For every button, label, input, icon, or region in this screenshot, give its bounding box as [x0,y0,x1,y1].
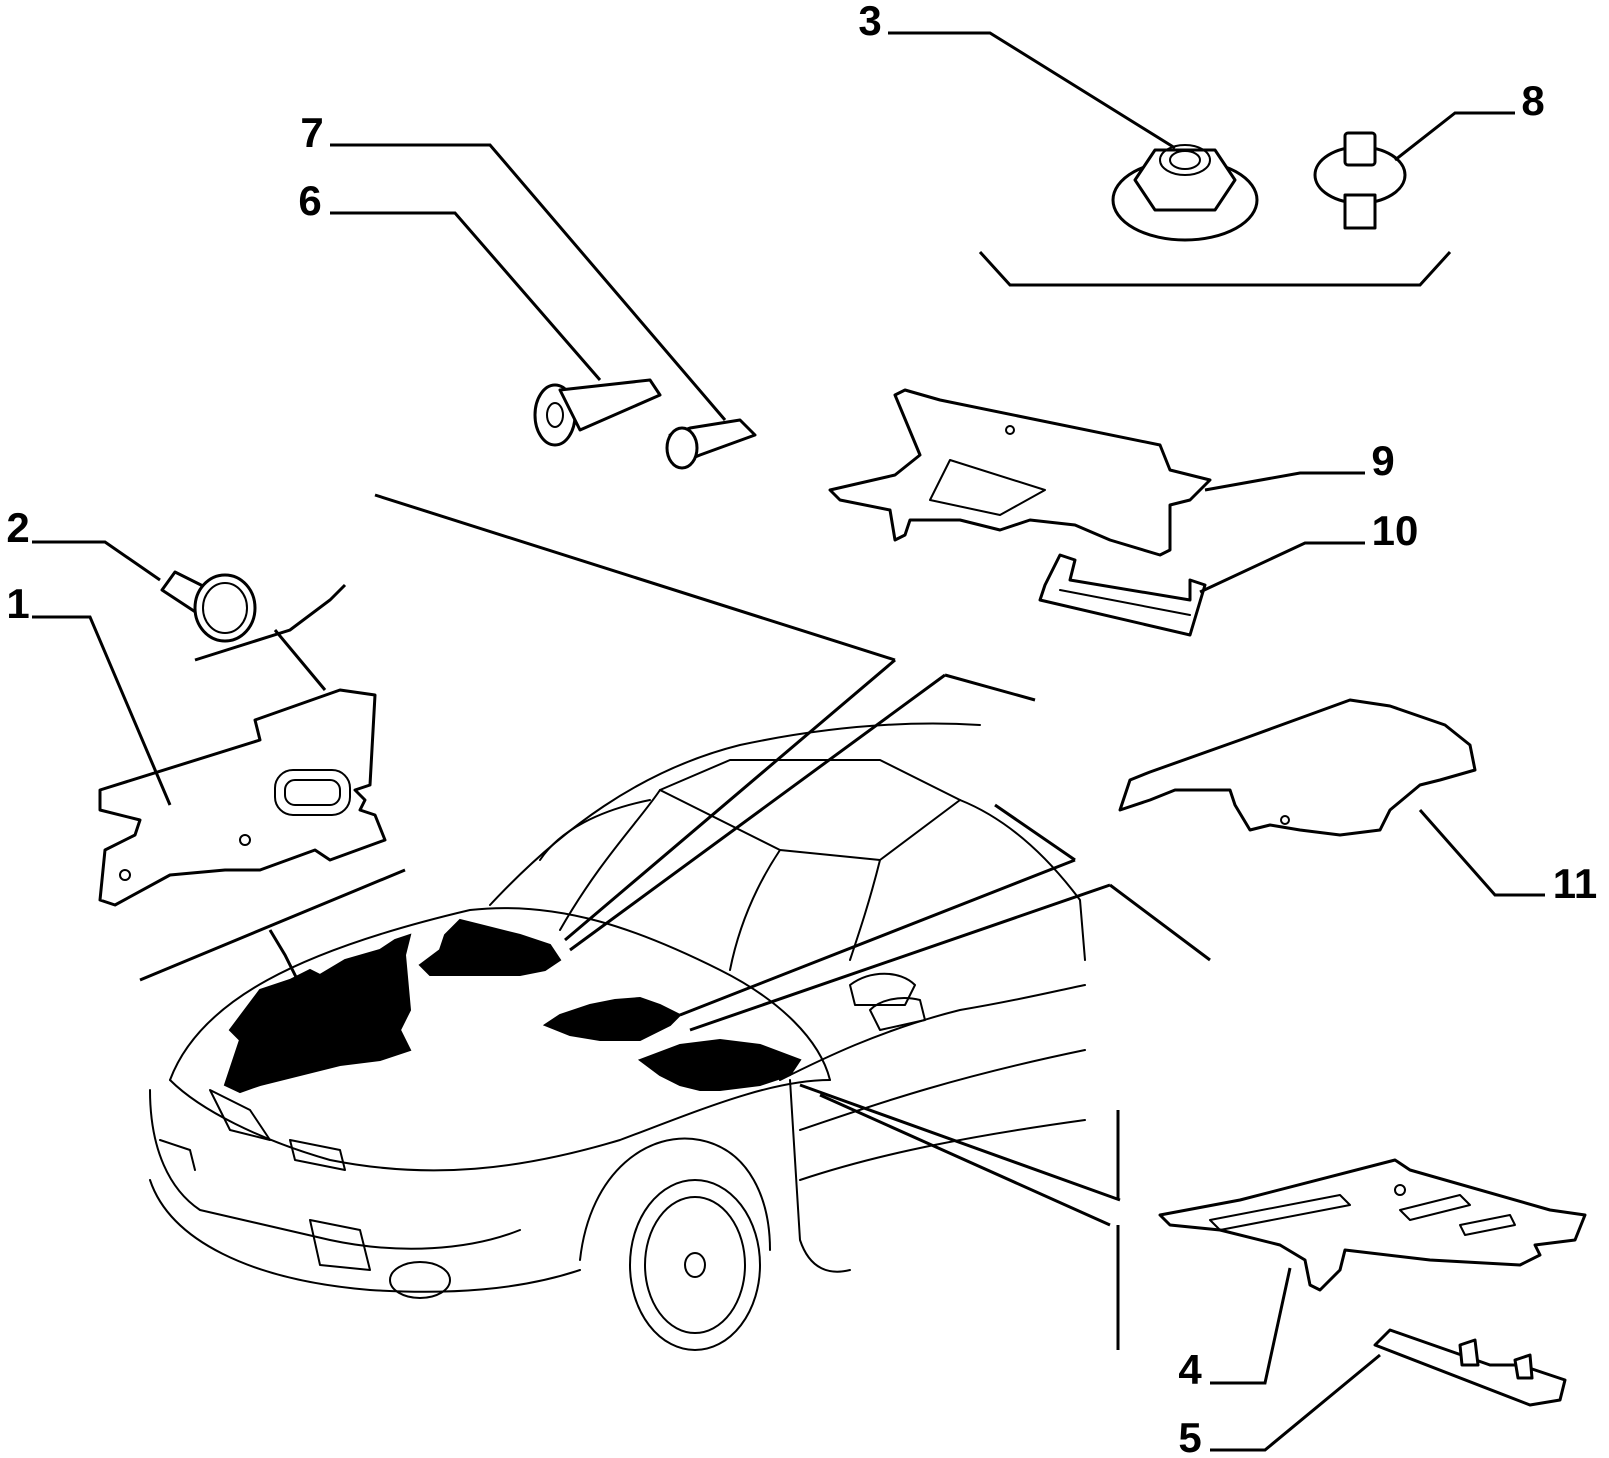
callout-6: 6 [298,177,602,381]
part-1-panel [98,688,387,907]
callout-number: 4 [1178,1346,1202,1393]
callout-leader [1418,809,1545,897]
callout-number: 3 [858,0,881,44]
callout-number: 7 [300,109,323,156]
callout-leader [1210,1267,1292,1385]
callout-leader [1204,471,1365,492]
callout-number: 9 [1371,437,1394,484]
part-6-screw [533,378,662,447]
callout-leader [888,31,1176,150]
part-9-shield [828,388,1212,557]
callout-number: 8 [1521,77,1544,124]
callout-leader [330,143,727,421]
part-4-underbody-shield [1158,1158,1587,1292]
callout-3: 3 [858,0,1176,150]
part-7-bolt [665,418,757,470]
callout-2: 2 [6,504,161,582]
callouts: 1 2 3 4 5 6 7 [6,0,1597,1458]
callout-number: 6 [298,177,321,224]
car-outline [149,722,1086,1351]
callout-1: 1 [6,580,172,806]
leader-lines [139,250,1452,1350]
callout-9: 9 [1204,437,1395,492]
callout-leader [1210,1353,1381,1452]
callout-number: 2 [6,504,29,551]
callout-leader [330,211,602,381]
callout-leader [1199,541,1365,594]
callout-leader [32,540,161,582]
callout-11: 11 [1418,809,1597,907]
callout-number: 10 [1372,507,1419,554]
callout-number: 1 [6,580,29,627]
part-3-flange-nut [1111,144,1259,242]
callout-number: 11 [1553,860,1597,907]
callout-leader [32,615,172,806]
part-11-cover [1118,698,1477,837]
callout-5: 5 [1178,1353,1381,1458]
callout-8: 8 [1394,77,1545,162]
part-5-small-bracket [1373,1328,1567,1407]
callout-10: 10 [1199,507,1419,594]
callout-number: 5 [1178,1414,1201,1458]
callout-leader [1394,111,1515,162]
part-2-push-clip [160,570,257,643]
highlighted-part-areas [223,918,802,1094]
callout-7: 7 [300,109,727,421]
callout-4: 4 [1178,1267,1292,1393]
part-8-rivet [1313,131,1407,230]
part-10-bracket [1038,553,1207,637]
